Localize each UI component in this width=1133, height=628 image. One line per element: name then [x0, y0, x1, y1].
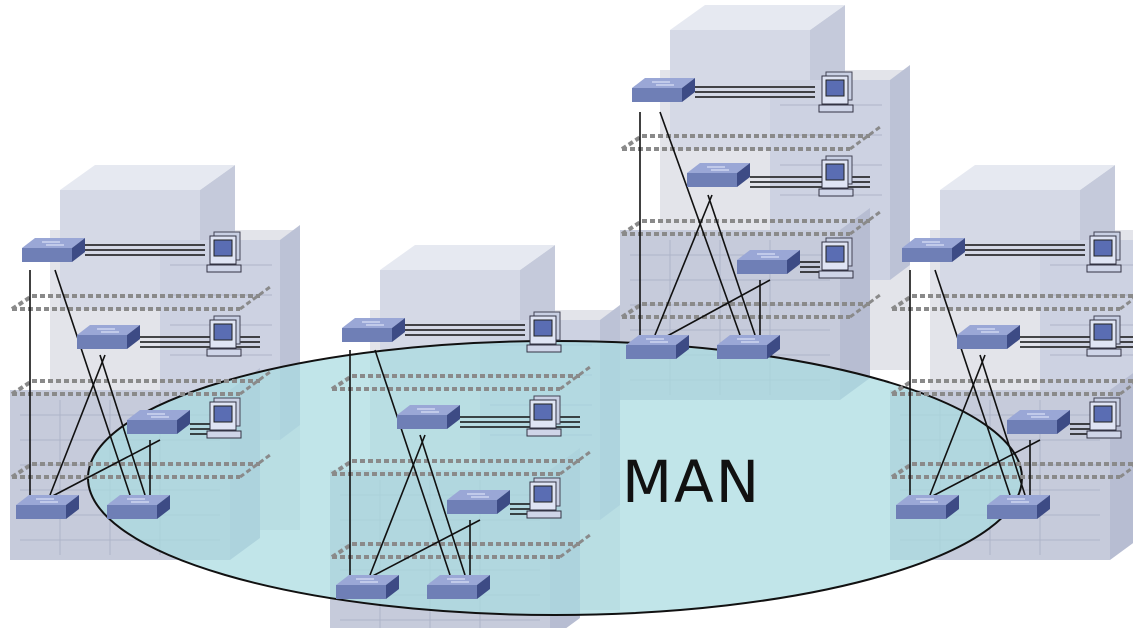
workstation-icon — [206, 397, 242, 439]
building-network-4 — [890, 231, 1133, 520]
workstation-icon — [526, 311, 562, 353]
switch-icon — [1006, 409, 1071, 435]
switch-icon — [446, 489, 511, 515]
workstation-icon — [1086, 231, 1122, 273]
switch-icon — [396, 404, 461, 430]
switch-icon — [126, 409, 191, 435]
switch-icon — [631, 77, 696, 103]
workstation-icon — [526, 477, 562, 519]
switch-icon — [986, 494, 1051, 520]
workstation-icon — [818, 155, 854, 197]
switch-icon — [76, 324, 141, 350]
switch-icon — [895, 494, 960, 520]
switch-icon — [341, 317, 406, 343]
workstation-icon — [818, 71, 854, 113]
switch-icon — [21, 237, 86, 263]
switch-icon — [106, 494, 171, 520]
building-network-3 — [620, 71, 882, 360]
workstation-icon — [1086, 315, 1122, 357]
workstation-icon — [1086, 397, 1122, 439]
switch-icon — [15, 494, 80, 520]
switch-icon — [716, 334, 781, 360]
workstation-icon — [206, 231, 242, 273]
workstation-icon — [206, 315, 242, 357]
switch-icon — [901, 237, 966, 263]
workstation-icon — [526, 395, 562, 437]
switch-icon — [686, 162, 751, 188]
workstation-icon — [818, 237, 854, 279]
man-label: MAN — [622, 448, 761, 516]
switch-icon — [736, 249, 801, 275]
switch-icon — [426, 574, 491, 600]
switch-icon — [956, 324, 1021, 350]
switch-icon — [625, 334, 690, 360]
building-network-2 — [330, 311, 592, 600]
building-network-1 — [10, 231, 272, 520]
switch-icon — [335, 574, 400, 600]
